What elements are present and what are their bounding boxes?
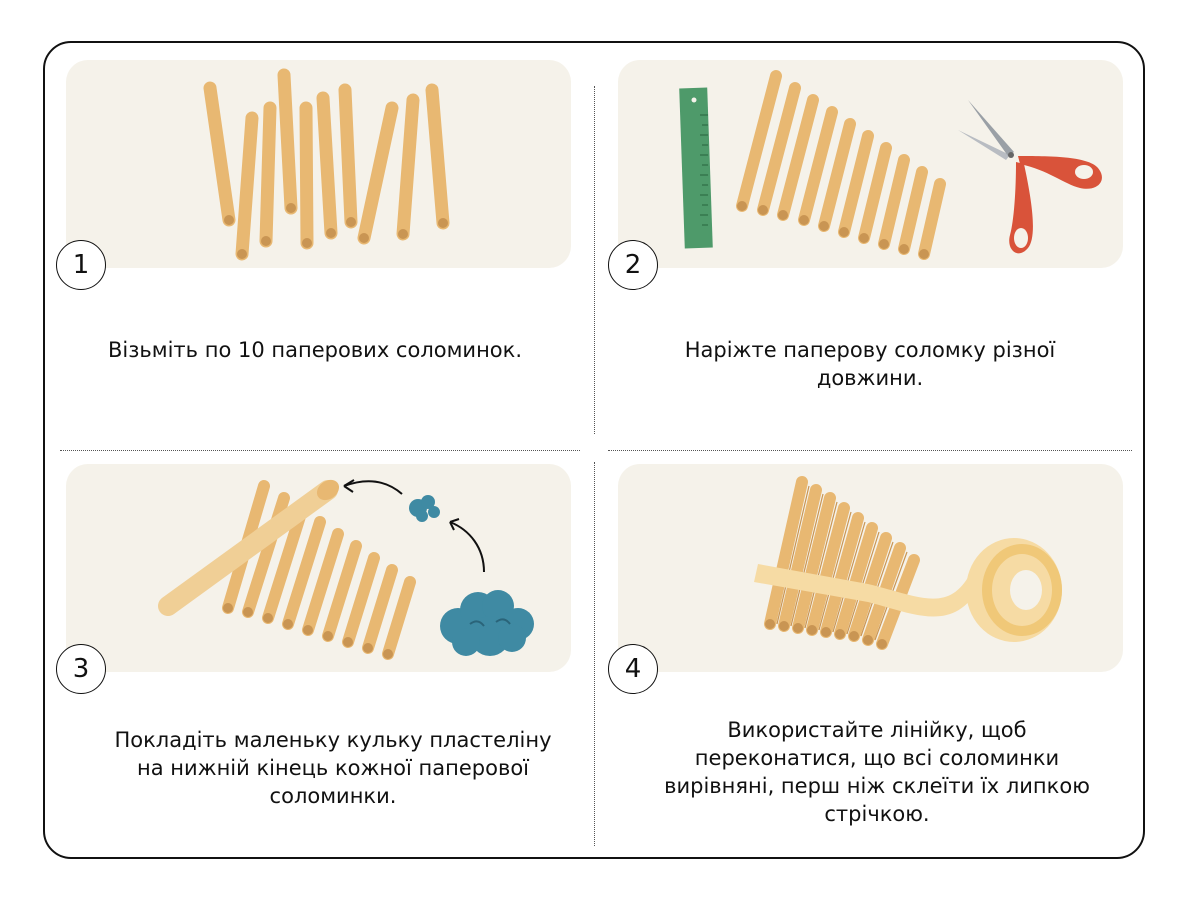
step-1-number-badge: 1 xyxy=(56,240,106,290)
vertical-divider-top xyxy=(594,86,595,434)
horizontal-divider-right xyxy=(608,450,1132,451)
horizontal-divider-left xyxy=(60,450,580,451)
step-1-caption: Візьміть по 10 паперових соломинок. xyxy=(107,338,523,362)
step-4-caption: Використайте лінійку, щоб переконатися, … xyxy=(664,718,1090,826)
step-4-number-badge: 4 xyxy=(608,644,658,694)
instruction-card-frame xyxy=(43,41,1145,859)
scissors-icon xyxy=(958,100,1102,254)
step-3-number: 3 xyxy=(72,654,90,684)
step-2-number: 2 xyxy=(624,250,642,280)
step-3-plasticine-illustration xyxy=(158,479,534,660)
step-2-caption: Наріжте паперову соломку різної довжини. xyxy=(684,338,1056,390)
step-4-taped-panpipe-illustration xyxy=(754,476,1062,650)
plasticine-blob-icon xyxy=(440,590,534,656)
step-4-number: 4 xyxy=(624,654,642,684)
plasticine-ball-small-icon xyxy=(409,495,440,522)
step-2-cut-straws-illustration xyxy=(679,70,1102,260)
vertical-divider-bottom xyxy=(594,462,595,846)
ruler-icon xyxy=(679,87,713,249)
step-2-number-badge: 2 xyxy=(608,240,658,290)
step-3-number-badge: 3 xyxy=(56,644,106,694)
tape-roll-icon xyxy=(966,538,1062,642)
step-1-straws-illustration xyxy=(203,68,450,261)
step-1-number: 1 xyxy=(72,250,90,280)
step-3-caption: Покладіть маленьку кульку пластеліну на … xyxy=(114,728,552,808)
